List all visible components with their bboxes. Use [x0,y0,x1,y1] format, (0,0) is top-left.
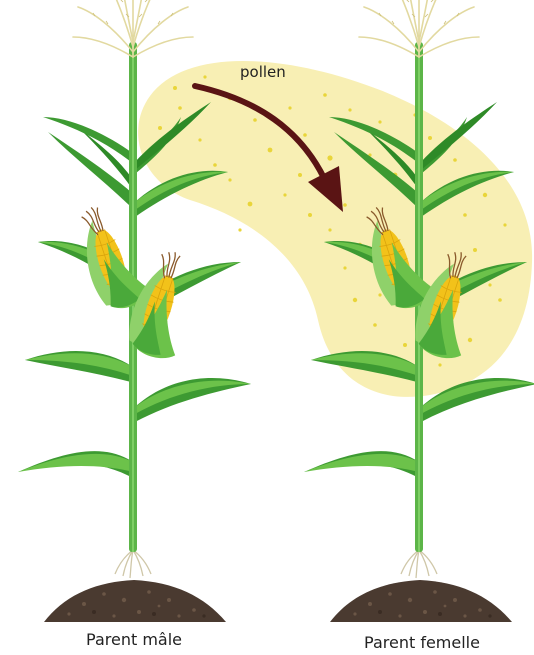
female-parent-caption: Parent femelle [364,633,480,652]
pollen-label: pollen [240,63,286,81]
male-soil-mound-icon [44,580,226,622]
female-soil-mound-icon [330,580,512,622]
male-parent-caption: Parent mâle [86,630,182,649]
